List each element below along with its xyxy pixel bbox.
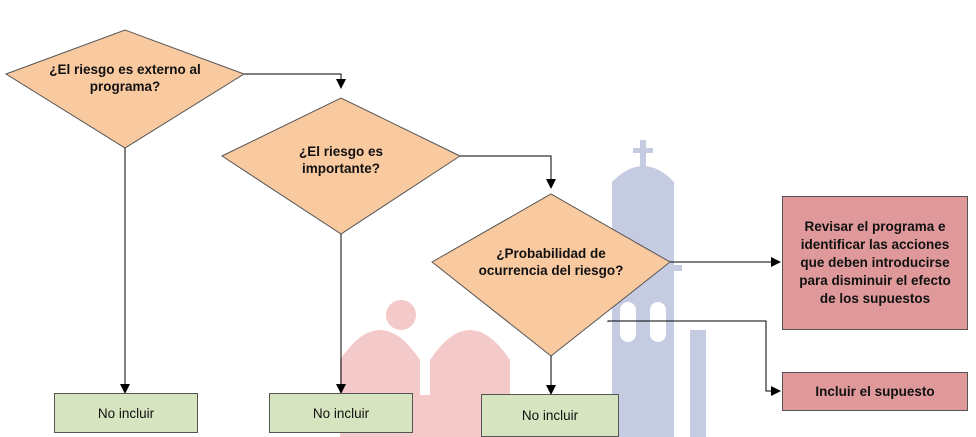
revise-program-box: Revisar el programa e identificar las ac… <box>782 196 968 330</box>
decision-text-3: ¿Probabilidad de ocurrencia del riesgo? <box>478 246 624 278</box>
decision-text-1: ¿El riesgo es externo al programa? <box>49 62 201 94</box>
decision-text-2: ¿El riesgo es importante? <box>298 144 384 176</box>
connector-d2-to-d3 <box>460 155 556 189</box>
result-box-3: No incluir <box>481 394 619 437</box>
connector-d3-to-include <box>607 320 781 396</box>
connector-d1-to-d2 <box>244 73 346 89</box>
result-box-2: No incluir <box>269 393 413 433</box>
include-assumption-box: Incluir el supuesto <box>782 372 968 411</box>
result-box-1: No incluir <box>54 393 198 433</box>
